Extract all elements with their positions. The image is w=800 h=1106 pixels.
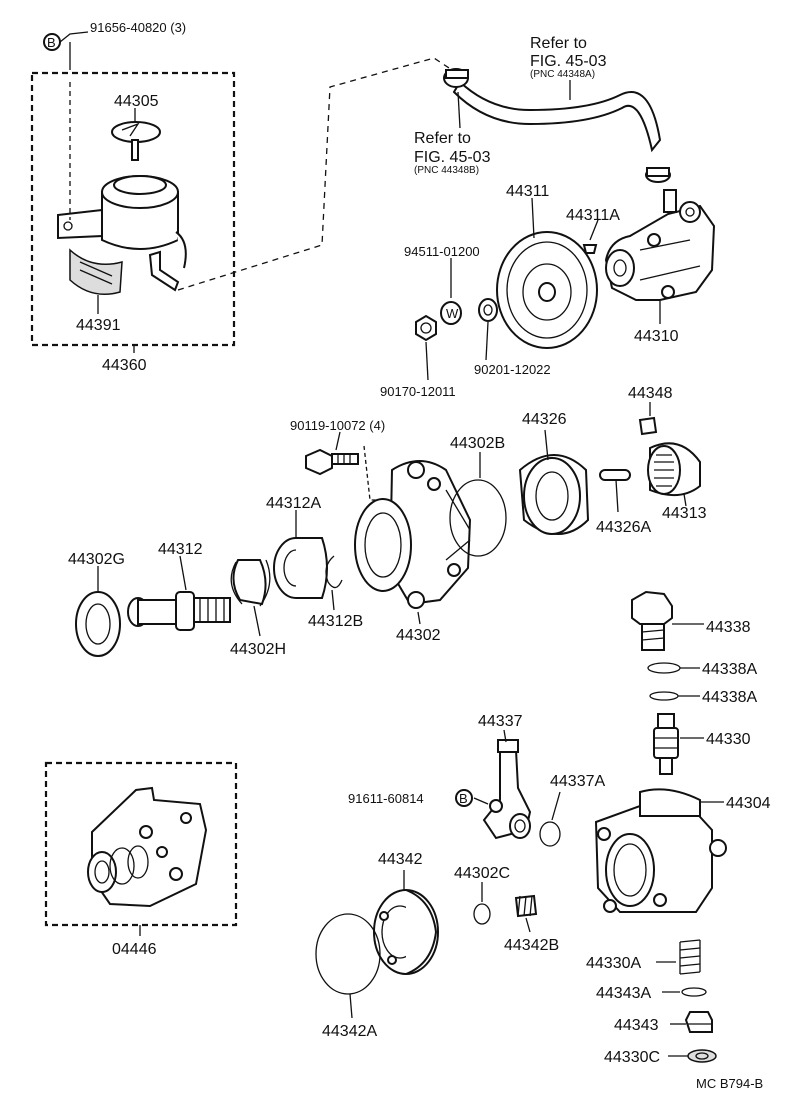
nut-90170 <box>415 314 437 342</box>
washer-w-94511: W <box>440 301 462 325</box>
snap-ring-44312b <box>325 555 343 589</box>
kit-box-44360 <box>30 71 236 347</box>
o-ring-44302c <box>473 903 491 925</box>
reservoir-cap-44305 <box>111 121 161 161</box>
gasket-44330c <box>687 1049 717 1063</box>
cam-ring-44326 <box>518 454 590 535</box>
plug-44343 <box>684 1011 713 1033</box>
kit-04446-parts <box>87 786 208 908</box>
flow-control-plug-44338 <box>631 590 673 651</box>
label-44312: 44312 <box>158 541 203 558</box>
label-44338a-2: 44338A <box>702 689 757 706</box>
label-44342: 44342 <box>378 851 423 868</box>
rear-housing-44304 <box>594 788 727 913</box>
label-44337a: 44337A <box>550 773 605 790</box>
o-ring-44337a <box>539 821 561 847</box>
label-44342b: 44342B <box>504 937 559 954</box>
label-44330: 44330 <box>706 731 751 748</box>
label-44330a: 44330A <box>586 955 641 972</box>
label-44391: 44391 <box>76 317 121 334</box>
label-90119-10072: 90119-10072 (4) <box>290 418 385 433</box>
label-44338: 44338 <box>706 619 751 636</box>
reservoir-tank <box>57 175 187 292</box>
label-44302h: 44302H <box>230 641 286 658</box>
rotor-44313 <box>647 442 701 497</box>
bolt-90119 <box>305 448 359 476</box>
key-44311A <box>582 244 598 254</box>
diagram-code: MC B794-B <box>696 1076 763 1091</box>
label-44360: 44360 <box>102 357 147 374</box>
label-44326: 44326 <box>522 411 567 428</box>
bearing-44312a <box>273 537 328 599</box>
label-44302: 44302 <box>396 627 441 644</box>
o-ring-44302b <box>449 479 507 557</box>
label-90170-12011: 90170-12011 <box>380 384 456 399</box>
shaft-44312 <box>127 591 231 631</box>
suction-hose <box>443 68 671 183</box>
label-refer-1-line3: (PNC 44348A) <box>530 69 595 80</box>
label-44304: 44304 <box>726 795 771 812</box>
label-44337: 44337 <box>478 713 523 730</box>
spring-44330a <box>679 939 701 975</box>
label-refer-2-line3: (PNC 44348B) <box>414 165 479 176</box>
label-44310: 44310 <box>634 328 679 345</box>
vane-44348 <box>638 416 658 436</box>
label-refer-2-line2: FIG. 45-03 <box>414 149 491 166</box>
snap-ring-44302h <box>230 559 271 607</box>
pulley-44311 <box>496 231 598 349</box>
label-44326a: 44326A <box>596 519 651 536</box>
label-44342a: 44342A <box>322 1023 377 1040</box>
label-44305: 44305 <box>114 93 159 110</box>
label-refer-1-line1: Refer to <box>530 35 587 52</box>
pin-44326a <box>599 469 631 481</box>
valve-44330 <box>653 713 679 775</box>
label-94511-01200: 94511-01200 <box>404 244 480 259</box>
label-44312a: 44312A <box>266 495 321 512</box>
label-44302g: 44302G <box>68 551 125 568</box>
label-44338a-1: 44338A <box>702 661 757 678</box>
label-44312b: 44312B <box>308 613 363 630</box>
o-ring-44338a-2 <box>649 691 679 701</box>
label-44348: 44348 <box>628 385 673 402</box>
label-44311: 44311 <box>506 183 549 200</box>
union-44337 <box>482 739 532 840</box>
label-91656-40820: 91656-40820 (3) <box>90 20 186 35</box>
label-refer-2-line1: Refer to <box>414 130 471 147</box>
o-ring-44343a <box>681 987 707 997</box>
label-91611-60814: 91611-60814 <box>348 791 424 806</box>
label-90201-12022: 90201-12022 <box>474 362 551 377</box>
reservoir-bracket-44391 <box>69 248 123 295</box>
label-44311a: 44311A <box>566 207 620 224</box>
spring-44342b <box>514 894 538 918</box>
b-callout-letter-2: B <box>459 791 468 806</box>
washer-90201 <box>478 298 498 322</box>
label-44302c: 44302C <box>454 865 510 882</box>
side-plate-44342 <box>373 889 439 975</box>
label-44343: 44343 <box>614 1017 659 1034</box>
label-44302b: 44302B <box>450 435 505 452</box>
label-04446: 04446 <box>112 941 157 958</box>
label-44330c: 44330C <box>604 1049 660 1066</box>
pump-body-44310 <box>604 189 716 301</box>
b-callout-circle-2 <box>455 789 473 807</box>
label-44313: 44313 <box>662 505 707 522</box>
front-housing-44302 <box>354 460 472 609</box>
o-ring-44338a-1 <box>647 662 681 674</box>
seal-44302g <box>75 591 121 657</box>
b-callout-letter-1: B <box>47 35 56 50</box>
label-refer-1-line2: FIG. 45-03 <box>530 53 607 70</box>
kit-box-04446 <box>44 761 238 927</box>
o-ring-44342a <box>315 913 381 995</box>
hose-routing-dashed <box>177 57 453 291</box>
label-44343a: 44343A <box>596 985 651 1002</box>
w-circle-letter: W <box>446 306 459 321</box>
